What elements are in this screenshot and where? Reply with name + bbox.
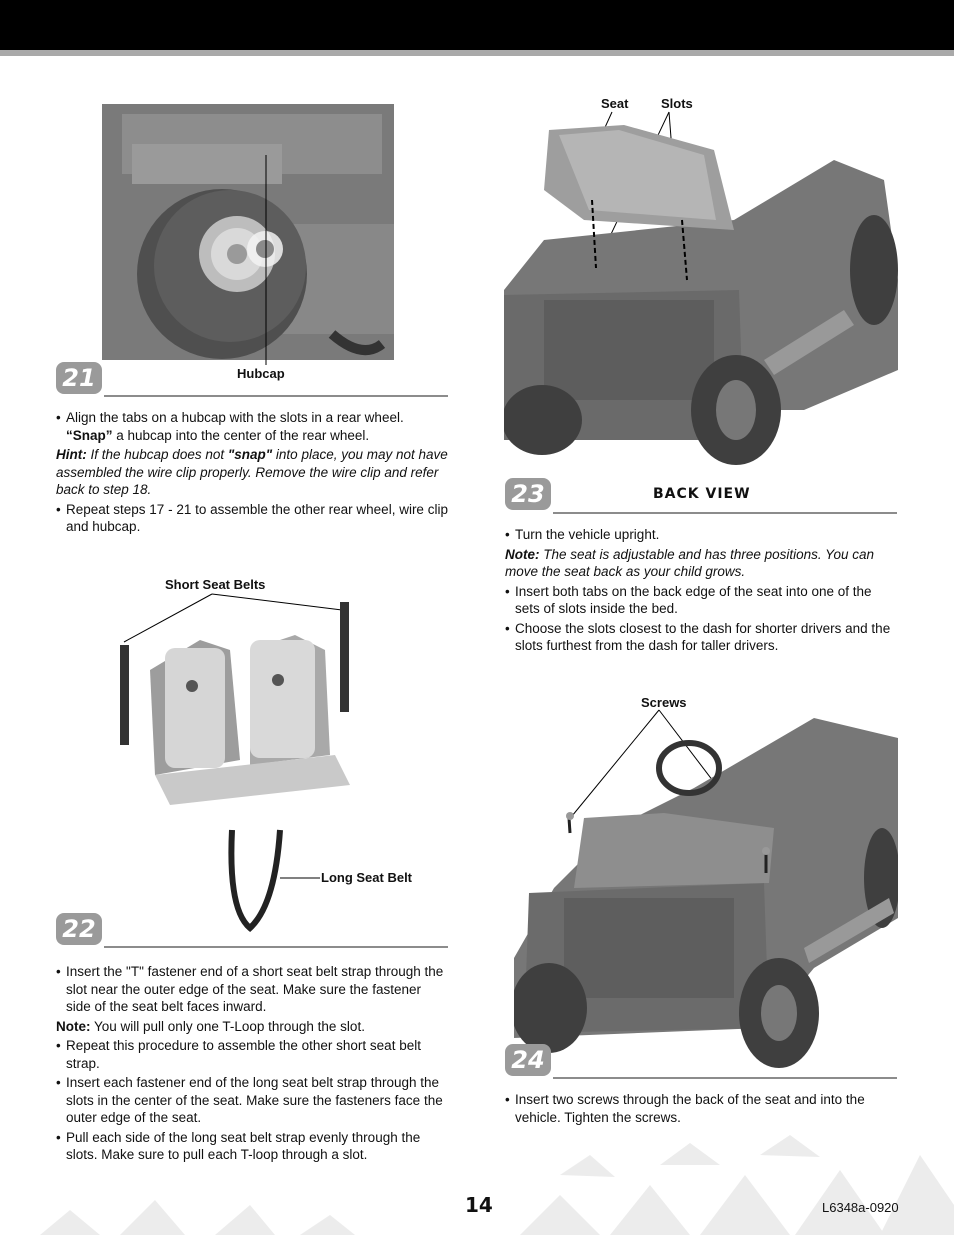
step-22-bullet-4: Pull each side of the long seat belt str… (56, 1129, 448, 1164)
step-23-note: Note: The seat is adjustable and has thr… (505, 546, 874, 580)
step-24-instructions: Insert two screws through the back of th… (505, 1091, 905, 1128)
page-number: 14 (465, 1193, 493, 1217)
step-22-bullet-3: Insert each fastener end of the long sea… (56, 1074, 448, 1127)
step-21-badge: 21 (56, 362, 102, 394)
seat-belts-illustration (120, 593, 350, 932)
step-24-badge: 24 (505, 1044, 551, 1076)
step-22-bullet-1: Insert the "T" fastener end of a short s… (56, 963, 448, 1016)
back-view-label: BACK VIEW (653, 486, 751, 502)
step-22-instructions: Insert the "T" fastener end of a short s… (56, 963, 448, 1166)
step-21-bullet-1: Align the tabs on a hubcap with the slot… (56, 409, 448, 444)
step-24-rule (553, 1077, 897, 1079)
step-22-rule (104, 946, 448, 948)
document-code: L6348a-0920 (822, 1200, 899, 1215)
hubcap-leader-line (265, 155, 267, 365)
step-21-instructions: Align the tabs on a hubcap with the slot… (56, 409, 448, 538)
short-seat-belts-callout: Short Seat Belts (165, 577, 266, 592)
step-23-bullet-1: Turn the vehicle upright. (505, 526, 897, 544)
step-21-rule (104, 395, 448, 397)
step-23-bullet-3: Choose the slots closest to the dash for… (505, 620, 897, 655)
step-23-bullet-2: Insert both tabs on the back edge of the… (505, 583, 897, 618)
slots-callout: Slots (661, 96, 693, 111)
seat-installation-back-view-illustration (504, 111, 898, 465)
seat-screws-illustration (514, 709, 898, 1068)
step-21-hint: Hint: If the hubcap does not "snap" into… (56, 447, 448, 497)
step-23-rule (553, 512, 897, 514)
hubcap-callout: Hubcap (237, 366, 285, 381)
step-21-bullet-2: Repeat steps 17 - 21 to assemble the oth… (56, 501, 448, 536)
header-rule (0, 50, 954, 56)
step-22-bullet-2: Repeat this procedure to assemble the ot… (56, 1037, 448, 1072)
long-seat-belt-callout: Long Seat Belt (321, 870, 413, 885)
tread-pattern-decoration (40, 1135, 954, 1235)
hubcap-wheel-illustration (102, 104, 394, 360)
screws-callout: Screws (641, 695, 687, 710)
step-22-badge: 22 (56, 913, 102, 945)
step-24-bullet-1: Insert two screws through the back of th… (505, 1091, 905, 1126)
step-23-instructions: Turn the vehicle upright. Note: The seat… (505, 526, 897, 657)
step-22-note: Note: You will pull only one T-Loop thro… (56, 1018, 365, 1034)
header-bar (0, 0, 954, 50)
step-23-badge: 23 (505, 478, 551, 510)
seat-callout: Seat (601, 96, 629, 111)
